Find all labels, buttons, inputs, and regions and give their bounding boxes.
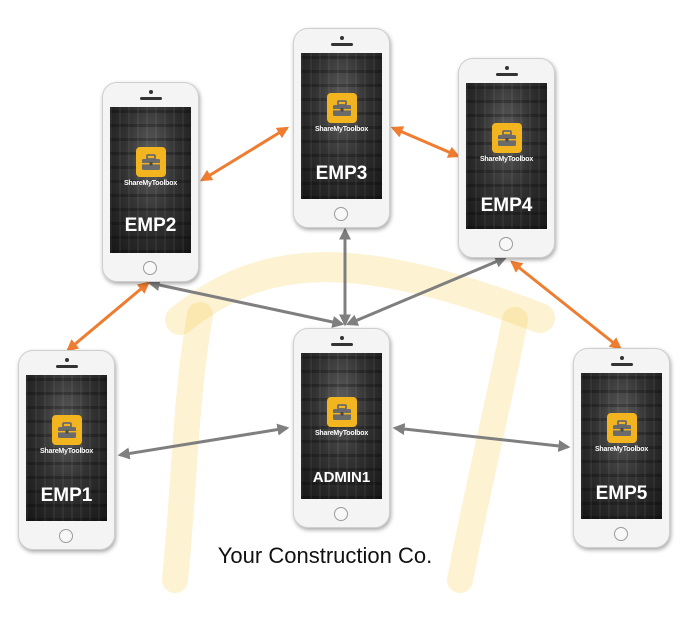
phone-admin1[interactable]: ShareMyToolbox ADMIN1 xyxy=(293,328,390,528)
company-caption: Your Construction Co. xyxy=(217,543,433,568)
phone-emp5[interactable]: ShareMyToolbox EMP5 xyxy=(573,348,670,548)
roof-left-leg xyxy=(162,302,213,593)
toolbox-icon xyxy=(613,420,631,436)
phone-label-emp2: EMP2 xyxy=(124,215,177,236)
speaker xyxy=(611,363,633,366)
phone-label-emp4: EMP4 xyxy=(480,195,533,216)
speaker-dot xyxy=(149,90,153,94)
speaker-dot xyxy=(505,66,509,70)
logo-tile xyxy=(492,123,522,153)
phone-label-emp1: EMP1 xyxy=(40,485,93,506)
phone-emp2[interactable]: ShareMyToolbox EMP2 xyxy=(102,82,199,282)
phone-screen: ShareMyToolbox EMP3 xyxy=(301,53,382,199)
speaker xyxy=(56,365,78,368)
speaker xyxy=(140,97,162,100)
speaker-dot xyxy=(620,356,624,360)
link-emp2-emp3 xyxy=(199,126,290,182)
link-admin1-emp4 xyxy=(345,256,508,326)
phone-screen: ShareMyToolbox EMP5 xyxy=(581,373,662,519)
phone-screen: ShareMyToolbox EMP4 xyxy=(466,83,547,229)
phone-emp4[interactable]: ShareMyToolbox EMP4 xyxy=(458,58,555,258)
phone-screen: ShareMyToolbox EMP1 xyxy=(26,375,107,521)
logo-tile xyxy=(136,147,166,177)
home-button[interactable] xyxy=(143,261,157,275)
link-admin1-emp5 xyxy=(392,423,571,452)
phone-emp1[interactable]: ShareMyToolbox EMP1 xyxy=(18,350,115,550)
home-button[interactable] xyxy=(499,237,513,251)
brand-label: ShareMyToolbox xyxy=(314,126,369,133)
home-button[interactable] xyxy=(334,207,348,221)
logo-tile xyxy=(327,397,357,427)
link-emp4-emp5 xyxy=(510,260,622,350)
brand-label: ShareMyToolbox xyxy=(123,180,178,187)
speaker-dot xyxy=(340,336,344,340)
brand-label: ShareMyToolbox xyxy=(314,430,369,437)
phone-screen: ShareMyToolbox ADMIN1 xyxy=(301,353,382,499)
phone-label-admin1: ADMIN1 xyxy=(312,469,371,486)
toolbox-icon xyxy=(142,154,160,170)
speaker xyxy=(331,343,353,346)
home-button[interactable] xyxy=(59,529,73,543)
logo-tile xyxy=(607,413,637,443)
brand-label: ShareMyToolbox xyxy=(594,446,649,453)
toolbox-icon xyxy=(333,100,351,116)
home-button[interactable] xyxy=(614,527,628,541)
logo-tile xyxy=(52,415,82,445)
link-emp1-emp2 xyxy=(66,281,150,352)
roof-top xyxy=(165,252,555,335)
roof-right-leg xyxy=(447,307,528,593)
phone-emp3[interactable]: ShareMyToolbox EMP3 xyxy=(293,28,390,228)
phone-screen: ShareMyToolbox EMP2 xyxy=(110,107,191,253)
link-group xyxy=(66,126,622,460)
link-emp3-emp4 xyxy=(390,126,461,158)
toolbox-icon xyxy=(498,130,516,146)
speaker xyxy=(331,43,353,46)
speaker xyxy=(496,73,518,76)
toolbox-icon xyxy=(58,422,76,438)
brand-label: ShareMyToolbox xyxy=(39,448,94,455)
home-button[interactable] xyxy=(334,507,348,521)
link-admin1-emp2 xyxy=(147,279,345,328)
speaker-dot xyxy=(65,358,69,362)
brand-label: ShareMyToolbox xyxy=(479,156,534,163)
phone-label-emp5: EMP5 xyxy=(595,483,648,504)
phone-label-emp3: EMP3 xyxy=(315,163,368,184)
toolbox-icon xyxy=(333,404,351,420)
logo-tile xyxy=(327,93,357,123)
link-admin1-emp1 xyxy=(117,423,290,460)
speaker-dot xyxy=(340,36,344,40)
